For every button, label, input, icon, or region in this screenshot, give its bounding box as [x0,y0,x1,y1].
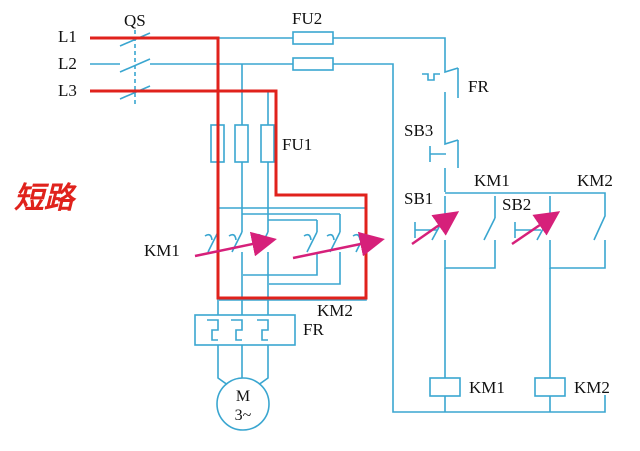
sb1-button [414,210,446,246]
motor-label-phase: 3~ [235,407,252,424]
fr-thermal-relay [194,314,296,346]
wire-fu2-bottom [333,63,606,413]
short-circuit-path [90,36,368,300]
wire-contactor-out [217,258,269,315]
fu2-fuses [292,31,334,71]
label-l1: L1 [58,27,77,46]
label-l2: L2 [58,54,77,73]
label-sb3: SB3 [404,121,433,140]
label-km1-aux: KM1 [474,171,510,190]
label-coil-km2: KM2 [574,378,610,397]
km1-aux-contact [483,217,496,248]
arrow-sb2 [511,211,561,246]
wire-sb2-km2 [549,246,606,269]
label-fr-control: FR [468,77,489,96]
indicator-arrows [194,211,561,260]
coil-km1 [429,377,461,397]
label-fu1: FU1 [282,135,312,154]
km2-aux-contact [593,210,606,248]
arrow-km1 [194,231,277,258]
label-sb2: SB2 [502,195,531,214]
fu1-fuses [210,124,275,163]
wire-sb2-branch [494,196,551,218]
motor [216,377,270,431]
qs-switch [119,30,151,104]
label-sb1: SB1 [404,189,433,208]
arrow-sb1 [411,211,460,246]
coils [429,377,566,397]
wire-sb1-km1 [444,246,496,269]
wire-km2-taps [218,207,367,232]
label-l3: L3 [58,81,77,100]
km1-main-contacts [204,231,269,258]
motor-label-m: M [236,388,250,405]
label-fr-thermal: FR [303,320,324,339]
label-fu2: FU2 [292,9,322,28]
wire-km2-out [219,258,367,301]
label-km2-main: KM2 [317,301,353,320]
label-coil-km1: KM1 [469,378,505,397]
fr-control-contact [422,66,459,98]
wire-fu1-out [217,162,269,232]
label-km1-main: KM1 [144,241,180,260]
coil-km2 [534,377,566,397]
wire-fu2-top [333,37,446,66]
label-km2-aux: KM2 [577,171,613,190]
wiring [90,37,606,413]
sb3-button [429,138,459,168]
arrow-km2 [292,231,385,260]
label-qs: QS [124,11,146,30]
wire-control-branch [445,192,606,210]
short-circuit-warning: 短路 [14,181,77,216]
sb2-button [514,210,551,246]
